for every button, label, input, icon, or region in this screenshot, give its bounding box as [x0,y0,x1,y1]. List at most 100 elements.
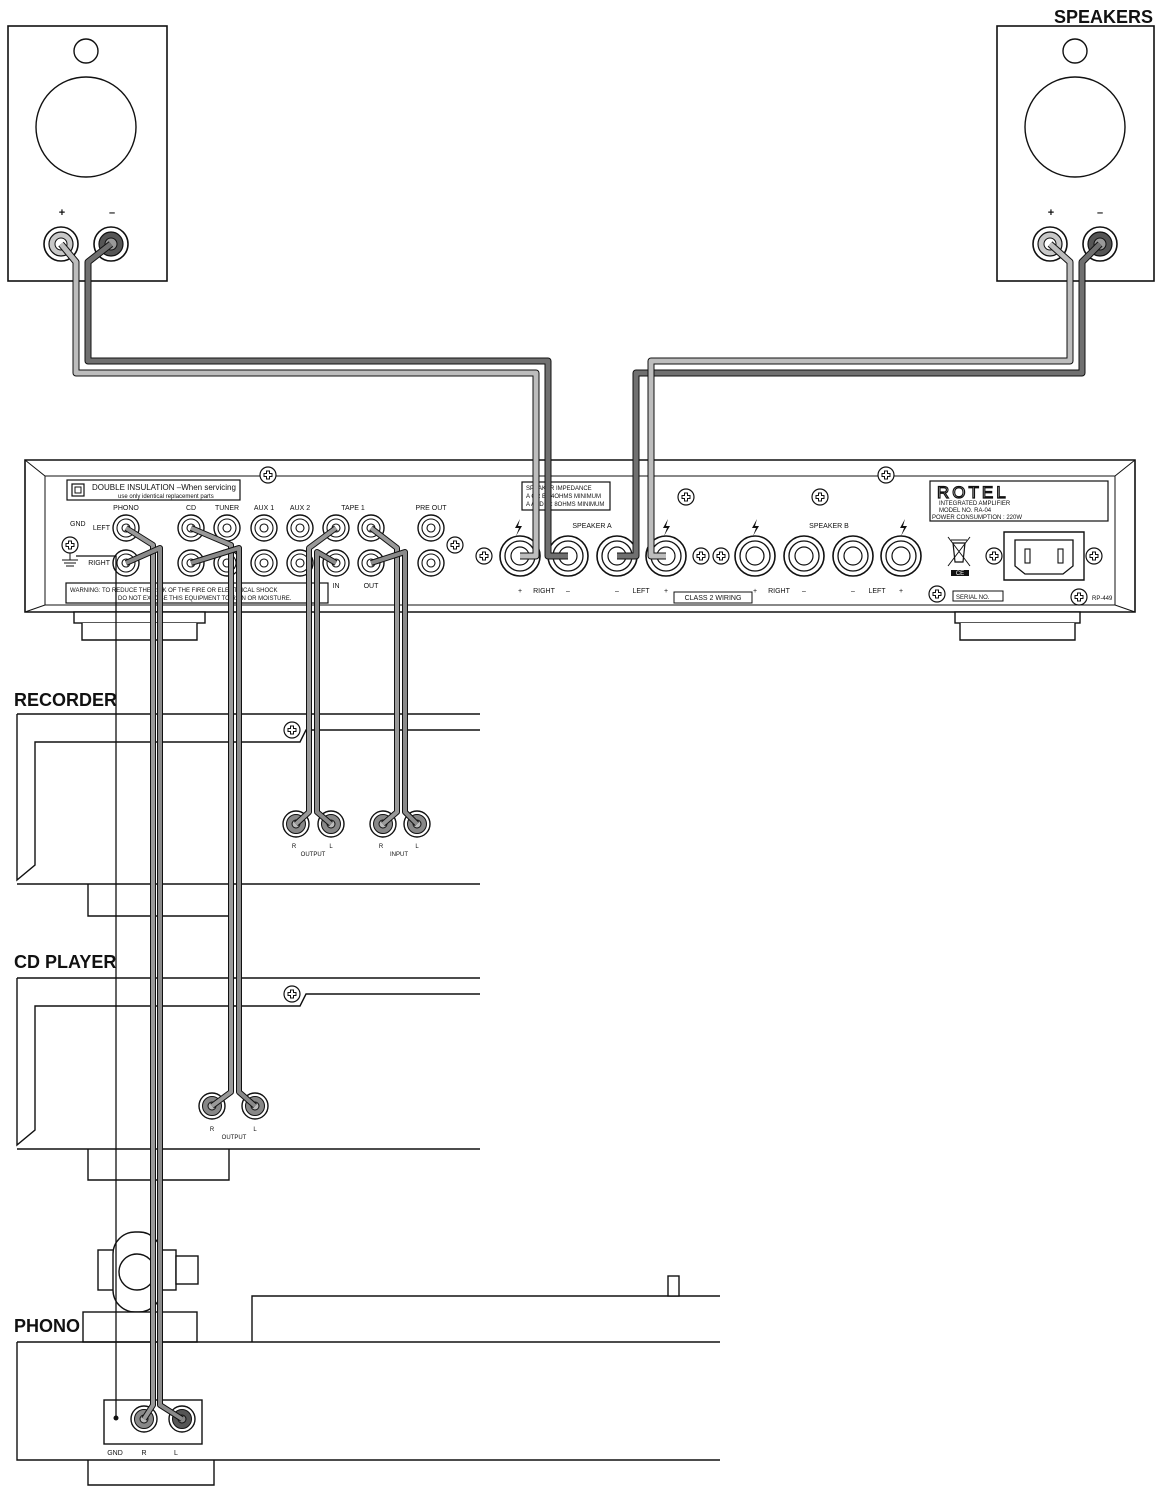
cd-player-heading: CD PLAYER [14,952,116,972]
left-speaker-minus-cable [85,242,568,559]
pre-out-label: PRE OUT [415,505,447,512]
panel-screw-icon [692,547,710,565]
left-speaker-minus-label: – [109,207,115,219]
left-speaker-plus-label: + [59,207,65,219]
device-screw-icon [283,721,301,739]
speaker-b-right-minus-terminal[interactable] [783,535,825,577]
phono-left-cable [124,526,155,1421]
speaker-b-label: SPEAKER B [809,523,849,530]
speaker-a-right-plus-label: + [518,588,522,595]
rating-plate-line-2: MODEL NO. RA-04 [939,508,992,514]
inlet-screw-icon [985,547,1003,565]
left-channel-label: LEFT [93,525,111,532]
cd-player-device: R L OUTPUT [16,977,480,1181]
speaker-a-left-label: LEFT [632,588,650,595]
top-screw-icon [259,466,277,484]
class2-wiring-label: CLASS 2 WIRING [685,595,742,602]
amplifier-rear-panel: DOUBLE INSULATION –When servicing use on… [24,459,1136,641]
panel-screw-icon [677,488,695,506]
rating-plate-line-3: POWER CONSUMPTION : 220W [932,515,1022,521]
right-speaker-minus-cable [617,242,1102,559]
recorder-input-r-label: R [379,844,384,850]
speaker-b-left-label: LEFT [868,588,886,595]
double-insulation-text: DOUBLE INSULATION –When servicing [92,483,236,492]
warning-text: WARNING: TO REDUCE THE RISK OF THE FIRE … [70,588,277,594]
left-speaker: + – [7,25,168,282]
cd-output-l-label: L [253,1127,257,1133]
panel-screw-icon [1070,588,1088,606]
recorder-input-l-label: L [415,844,419,850]
aux1-left-jack[interactable] [250,514,278,542]
phono-input-label: PHONO [113,505,139,512]
recorder-heading: RECORDER [14,690,117,710]
phono-right-cable [125,546,184,1421]
panel-screw-icon [928,585,946,603]
ac-power-inlet[interactable] [985,531,1103,581]
replacement-parts-text: use only identical replacement parts [118,494,214,500]
aux1-right-jack[interactable] [250,549,278,577]
aux1-input-label: AUX 1 [254,505,274,512]
warning-text-2: DO NOT EXPOSE THIS EQUIPMENT TO RAIN OR … [118,596,292,602]
turntable-device: GND R L [16,1231,720,1486]
aux2-input-label: AUX 2 [290,505,310,512]
tape-out-label: OUT [364,583,380,590]
rating-plate-line-1: INTEGRATED AMPLIFIER [939,501,1011,507]
speaker-b-left-plus-label: + [899,588,903,595]
speaker-impedance-line-2: A AND B : 8OHMS MINIMUM [526,502,604,508]
speaker-b-left-plus-terminal[interactable] [880,535,922,577]
speaker-a-right-minus-label: – [566,588,570,595]
speaker-b-left-minus-label: – [851,588,855,595]
device-screw-icon [283,985,301,1003]
recorder-input-label: INPUT [390,852,408,858]
right-speaker-minus-label: – [1097,207,1103,219]
speaker-b-left-minus-terminal[interactable] [832,535,874,577]
right-speaker-plus-cable [648,242,1073,559]
tape1-label: TAPE 1 [341,505,365,512]
tape-out-left-cable [369,526,399,826]
speaker-a-left-minus-label: – [615,588,619,595]
speaker-b-right-minus-label: – [802,588,806,595]
speaker-impedance-line-1: A OR B : 4OHMS MINIMUM [526,494,601,500]
tweeter-icon [73,38,99,64]
inlet-screw-icon [1085,547,1103,565]
panel-screw-icon [712,547,730,565]
speaker-a-label: SPEAKER A [572,523,612,530]
cd-left-cable [190,526,233,1108]
right-speaker: + – [996,25,1155,282]
pre-out-left-jack[interactable] [417,514,445,542]
recorder-output-l-label: L [329,844,333,850]
tape-in-label: IN [333,583,340,590]
tuner-input-label: TUNER [215,505,239,512]
panel-screw-icon [475,547,493,565]
panel-screw-icon [446,536,464,554]
cd-input-label: CD [186,505,196,512]
cables [58,241,1103,1422]
serial-number-label: SERIAL NO. [956,595,990,601]
gnd-screw-icon[interactable] [61,536,79,554]
cd-right-cable [190,546,257,1108]
speaker-b-right-plus-terminal[interactable] [734,535,776,577]
tape-in-left-cable [294,526,338,826]
gnd-label: GND [70,521,86,528]
phono-heading: PHONO [14,1316,80,1336]
woofer-icon [1024,76,1126,178]
weee-mark: CE [956,571,964,577]
weee-bin-icon: CE [947,536,971,577]
top-screw-icon [877,466,895,484]
model-code-label: RP-449 [1092,596,1113,602]
aux2-left-jack[interactable] [286,514,314,542]
woofer-icon [35,76,137,178]
turntable-r-label: R [141,1450,146,1457]
speaker-b-right-label: RIGHT [768,588,791,595]
recorder-output-r-label: R [292,844,297,850]
right-speaker-plus-label: + [1048,207,1054,219]
turntable-l-label: L [174,1450,178,1457]
recorder-output-label: OUTPUT [301,852,326,858]
brand-logo: ROTEL [937,483,1009,502]
pre-out-right-jack[interactable] [417,549,445,577]
speaker-b-right-plus-label: + [753,588,757,595]
speaker-a-right-label: RIGHT [533,588,556,595]
tape-out-right-cable [370,550,419,826]
panel-screw-icon [811,488,829,506]
tweeter-icon [1062,38,1088,64]
